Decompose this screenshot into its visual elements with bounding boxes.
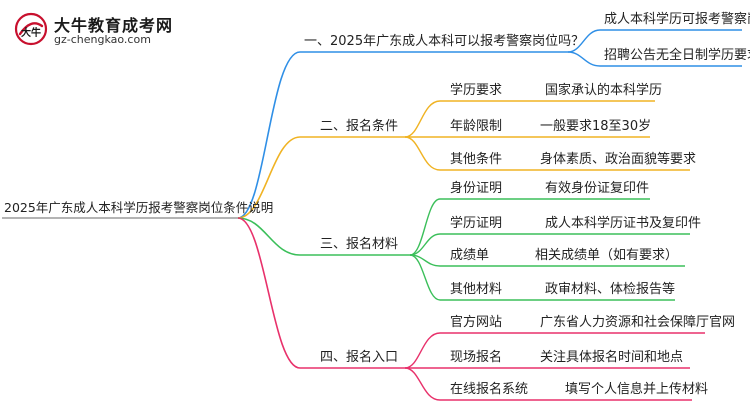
branch3-child2-curve <box>409 233 441 256</box>
branch4-curve <box>237 217 301 369</box>
site-logo: 大牛 大牛教育成考网 gz-chengkao.com <box>8 6 178 50</box>
branch-3-leaf-2: 成人本科学历证书及复印件 <box>545 216 702 231</box>
branch3-child1-curve <box>409 198 441 256</box>
logo-glyph: 大牛 <box>21 26 41 39</box>
branch-3-child-4: 其他材料 <box>450 282 503 297</box>
branch1-leaf1-curve <box>567 29 601 53</box>
root-node: 2025年广东成人本科学历报考警察岗位条件说明 <box>4 200 274 215</box>
logo-mark-icon: 大牛 <box>14 12 48 46</box>
branch2-child3-curve <box>404 136 441 171</box>
branch-4-leaf-3: 填写个人信息并上传材料 <box>565 382 709 397</box>
branch-3-leaf-1: 有效身份证复印件 <box>545 181 650 196</box>
branch-1-leaf-1: 成人本科学历可报考警察岗位 <box>604 12 750 27</box>
branch1-curve <box>237 51 301 219</box>
branch-3-child-1: 身份证明 <box>450 181 503 196</box>
branch-2-child-1: 学历要求 <box>450 83 503 98</box>
branch-3-leaf-3: 相关成绩单（如有要求） <box>535 248 679 263</box>
branch3-child4-curve <box>409 254 441 301</box>
branch4-child3-curve <box>404 367 441 401</box>
branch-2-leaf-2: 一般要求18至30岁 <box>540 119 652 134</box>
branch-1-label: 一、2025年广东成人本科可以报考警察岗位吗？ <box>304 34 585 49</box>
branch-4-child-2: 现场报名 <box>450 350 503 365</box>
branch-4-child-3: 在线报名系统 <box>450 382 529 397</box>
branch-3-leaf-4: 政审材料、体检报告等 <box>545 282 676 297</box>
branch-4-leaf-1: 广东省人力资源和社会保障厅官网 <box>540 315 736 330</box>
branch-3-child-2: 学历证明 <box>450 216 503 231</box>
branch-2-leaf-3: 身体素质、政治面貌等要求 <box>540 152 697 167</box>
branch4-child1-curve <box>404 332 441 369</box>
logo-title: 大牛教育成考网 <box>54 16 174 35</box>
branch-2-leaf-1: 国家承认的本科学历 <box>545 83 663 98</box>
branch3-curve <box>237 217 301 256</box>
branch-3-label: 三、报名材料 <box>320 237 399 252</box>
branch-4-child-1: 官方网站 <box>450 315 503 330</box>
branch-4-leaf-2: 关注具体报名时间和地点 <box>540 350 684 365</box>
branch2-curve <box>237 136 301 219</box>
branch-3-child-3: 成绩单 <box>450 248 490 263</box>
branch1-leaf2-curve <box>567 51 601 67</box>
branch-2-child-2: 年龄限制 <box>450 119 503 134</box>
branch-2-label: 二、报名条件 <box>320 119 399 134</box>
branch-1-leaf-2: 招聘公告无全日制学历要求 <box>604 48 750 63</box>
branch2-child1-curve <box>404 100 441 138</box>
branch-2-child-3: 其他条件 <box>450 152 503 167</box>
branch-4-label: 四、报名入口 <box>320 350 399 365</box>
logo-url: gz-chengkao.com <box>54 33 151 46</box>
